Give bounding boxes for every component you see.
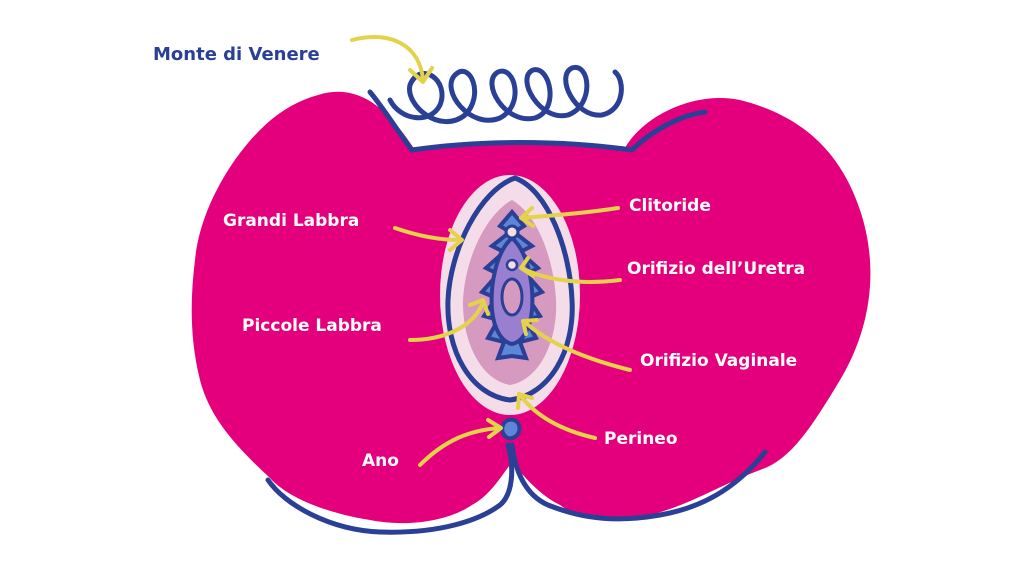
bottom-outline-left — [265, 442, 515, 535]
label-perineo: Perineo — [604, 429, 678, 449]
bottom-outline-right — [509, 442, 768, 522]
clitoris-mark — [504, 224, 520, 240]
arrow-grandi — [393, 226, 464, 252]
arrow-perineo — [516, 392, 597, 440]
vaginal-opening-mark — [500, 277, 524, 317]
mons-coil — [387, 65, 624, 124]
arrow-clitoride — [519, 206, 620, 228]
arrow-ano — [418, 418, 503, 467]
arrows — [350, 34, 632, 467]
anus-mark — [500, 417, 522, 441]
label-clitoride: Clitoride — [629, 196, 711, 216]
label-ano: Ano — [362, 451, 399, 471]
arrow-vaginale — [521, 318, 632, 372]
label-grandi-labbra: Grandi Labbra — [223, 211, 360, 231]
top-outline — [367, 89, 708, 153]
arrow-uretra — [519, 256, 622, 284]
label-piccole-labbra: Piccole Labbra — [242, 316, 382, 336]
arrow-piccole — [408, 298, 490, 342]
urethra-mark — [505, 258, 519, 272]
label-orifizio-vaginale: Orifizio Vaginale — [640, 351, 798, 371]
label-monte-di-venere: Monte di Venere — [153, 44, 320, 65]
arrow-monte — [350, 34, 434, 84]
labia-majora-outline — [445, 175, 575, 403]
label-orifizio-uretra: Orifizio dell’Uretra — [627, 259, 806, 279]
